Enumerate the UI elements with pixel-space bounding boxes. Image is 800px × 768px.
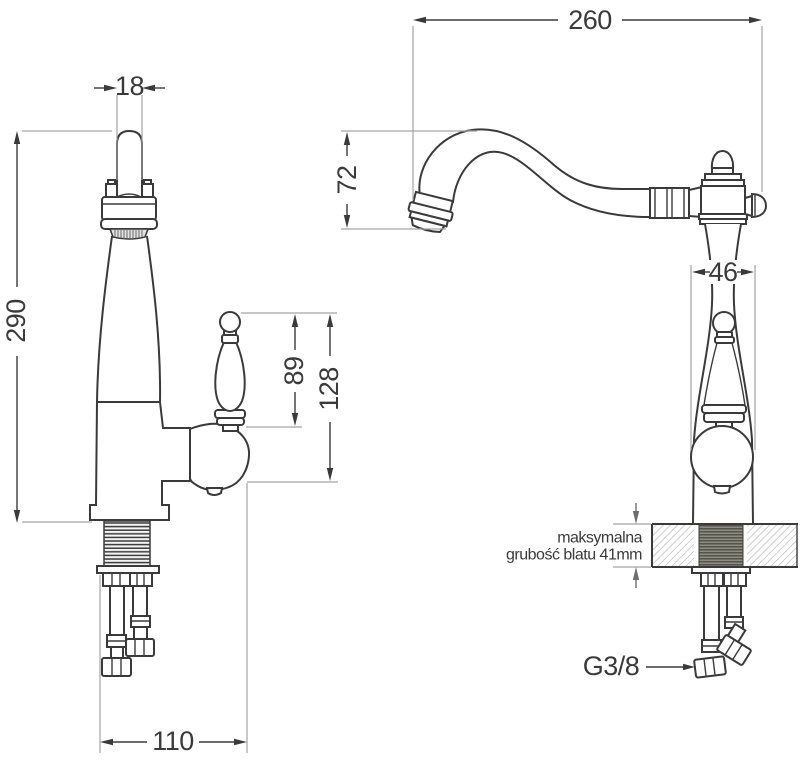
dim-total-height: 290 <box>1 130 112 523</box>
side-aerator <box>407 190 455 233</box>
countertop-slab <box>651 523 798 568</box>
front-dimensions: 18 290 89 <box>1 71 344 756</box>
dim-base-width-label: 110 <box>152 726 194 756</box>
dim-spout-drop: 72 <box>332 130 477 230</box>
side-outlet-tip <box>712 485 732 495</box>
side-valve-ball <box>690 425 754 489</box>
dim-handle-height-label: 89 <box>279 356 309 385</box>
front-hose-right <box>125 572 155 657</box>
side-head <box>698 149 768 225</box>
dim-base-width: 110 <box>99 483 248 756</box>
dim-body-width: 46 <box>690 257 756 450</box>
side-supply-hoses <box>693 572 752 679</box>
front-supply-hoses <box>101 572 155 677</box>
side-handle-knob <box>744 192 768 219</box>
side-spout-coupling <box>649 185 703 219</box>
front-handle <box>214 311 246 432</box>
dim-spout-reach: 260 <box>412 5 763 200</box>
side-hose-right <box>716 572 752 666</box>
front-hose-left <box>101 572 132 677</box>
side-dimensions: 260 72 46 <box>332 5 763 681</box>
front-view: 18 290 89 <box>1 71 344 756</box>
countertop-note-line2: grubość blatu 41mm <box>506 547 642 564</box>
dim-spout-diameter-label: 18 <box>115 71 144 101</box>
side-finial <box>710 149 735 171</box>
front-valve-housing <box>189 422 251 496</box>
side-hose-left <box>693 572 727 679</box>
front-outlet-tip <box>205 487 224 496</box>
dim-spout-diameter: 18 <box>94 71 165 180</box>
countertop-note-line1: maksymalna <box>557 530 642 547</box>
front-mounting-flange <box>96 565 160 574</box>
front-body <box>89 401 191 521</box>
dim-spout-height: 128 <box>247 314 344 483</box>
thread-size-label: G3/8 <box>583 651 640 681</box>
side-spout-tube <box>418 128 651 219</box>
front-handle-knob <box>219 311 241 333</box>
dim-spout-drop-label: 72 <box>332 165 362 194</box>
dim-spout-reach-label: 260 <box>568 5 612 35</box>
front-riser <box>96 235 162 403</box>
front-handle-grip <box>214 338 246 413</box>
dim-handle-height: 89 <box>241 312 337 428</box>
front-threaded-shank <box>103 520 151 567</box>
dim-body-width-label: 46 <box>708 257 737 287</box>
dim-spout-height-label: 128 <box>314 367 344 411</box>
thread-size-callout: G3/8 <box>583 651 695 681</box>
side-handle-endview <box>701 311 747 428</box>
countertop-thread-section <box>698 523 744 568</box>
dim-total-height-label: 290 <box>1 299 31 343</box>
front-spout-aerator <box>100 179 158 240</box>
side-view: 260 72 46 <box>332 5 798 681</box>
countertop-note: maksymalna grubość blatu 41mm <box>506 503 651 588</box>
